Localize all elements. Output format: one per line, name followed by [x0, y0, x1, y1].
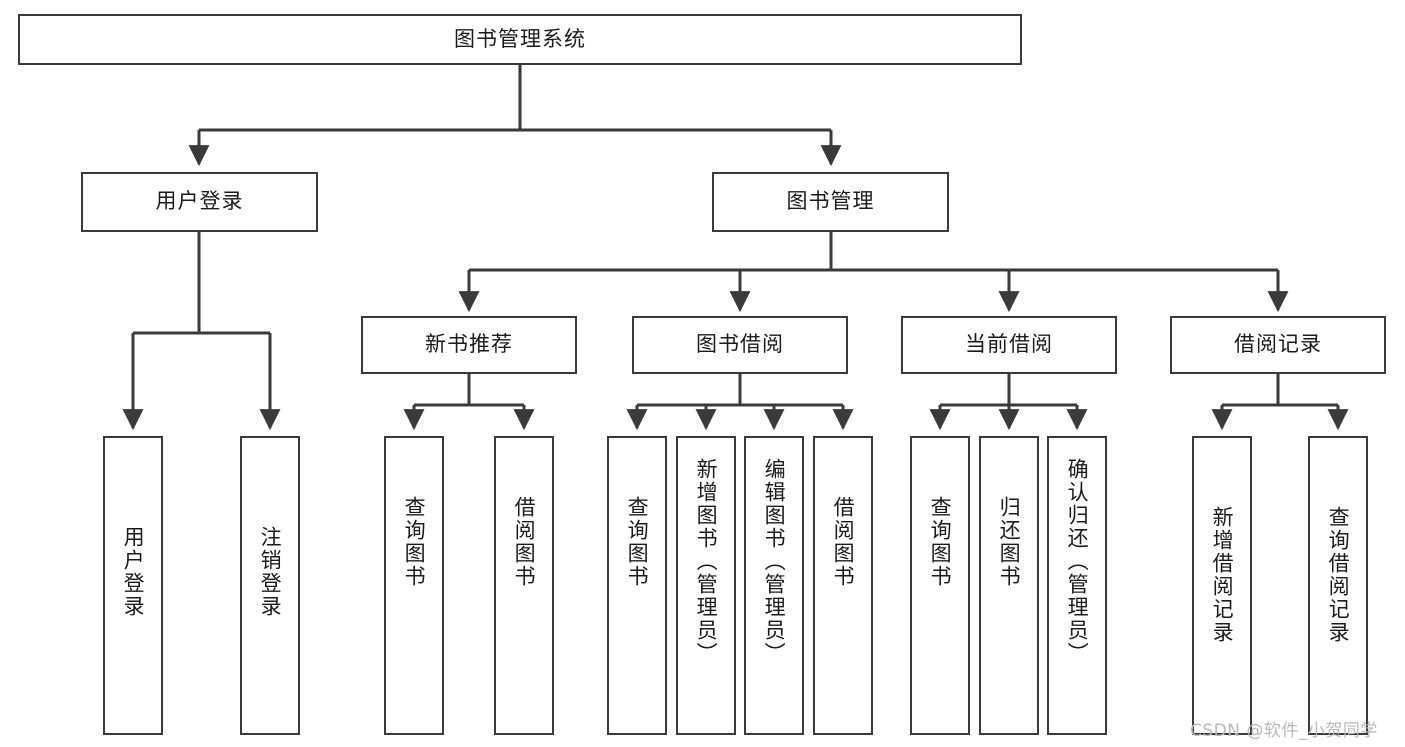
node-label: 查询图书	[402, 496, 427, 588]
node-label: 新增图书（管理员）	[694, 458, 719, 665]
node-leaf-return-books[interactable]: 归还图书	[979, 436, 1039, 735]
node-book-borrowing[interactable]: 图书借阅	[632, 316, 848, 374]
node-label: 图书管理	[786, 189, 875, 214]
node-label: 借阅记录	[1234, 332, 1322, 357]
node-label: 图书管理系统	[454, 26, 586, 51]
node-leaf-user-login[interactable]: 用户登录	[103, 436, 163, 735]
node-label: 注销登录	[258, 526, 283, 618]
node-new-book-recommendation[interactable]: 新书推荐	[361, 316, 577, 374]
node-label: 查询图书	[928, 496, 953, 588]
node-label: 确认归还（管理员）	[1065, 458, 1090, 665]
node-current-borrowing[interactable]: 当前借阅	[901, 316, 1117, 374]
node-leaf-query-books-recommend[interactable]: 查询图书	[384, 436, 444, 735]
node-leaf-query-borrow-record[interactable]: 查询借阅记录	[1308, 436, 1368, 735]
node-label: 归还图书	[997, 496, 1022, 588]
node-leaf-edit-book-admin[interactable]: 编辑图书（管理员）	[744, 436, 804, 735]
node-book-management[interactable]: 图书管理	[712, 172, 949, 232]
node-leaf-query-books-borrow[interactable]: 查询图书	[607, 436, 667, 735]
watermark-text: CSDN @软件_小贺同学	[1190, 721, 1378, 741]
node-label: 用户登录	[121, 526, 146, 618]
node-label: 查询图书	[625, 496, 650, 588]
node-label: 借阅图书	[512, 496, 537, 588]
node-label: 当前借阅	[965, 332, 1053, 357]
node-label: 用户登录	[155, 189, 244, 214]
node-label: 借阅图书	[831, 496, 856, 588]
node-label: 编辑图书（管理员）	[762, 458, 787, 665]
node-leaf-add-borrow-record[interactable]: 新增借阅记录	[1192, 436, 1252, 735]
node-label: 查询借阅记录	[1326, 506, 1351, 644]
node-leaf-add-book-admin[interactable]: 新增图书（管理员）	[676, 436, 736, 735]
node-leaf-logout[interactable]: 注销登录	[240, 436, 300, 735]
node-label: 新增借阅记录	[1210, 506, 1235, 644]
node-leaf-borrow-books[interactable]: 借阅图书	[813, 436, 873, 735]
node-borrowing-records[interactable]: 借阅记录	[1170, 316, 1386, 374]
node-label: 新书推荐	[425, 332, 513, 357]
node-leaf-query-books-current[interactable]: 查询图书	[910, 436, 970, 735]
node-root-book-management-system[interactable]: 图书管理系统	[18, 14, 1022, 65]
node-user-login[interactable]: 用户登录	[81, 172, 318, 232]
node-leaf-borrow-books-recommend[interactable]: 借阅图书	[494, 436, 554, 735]
node-leaf-confirm-return-admin[interactable]: 确认归还（管理员）	[1047, 436, 1107, 735]
node-label: 图书借阅	[696, 332, 784, 357]
